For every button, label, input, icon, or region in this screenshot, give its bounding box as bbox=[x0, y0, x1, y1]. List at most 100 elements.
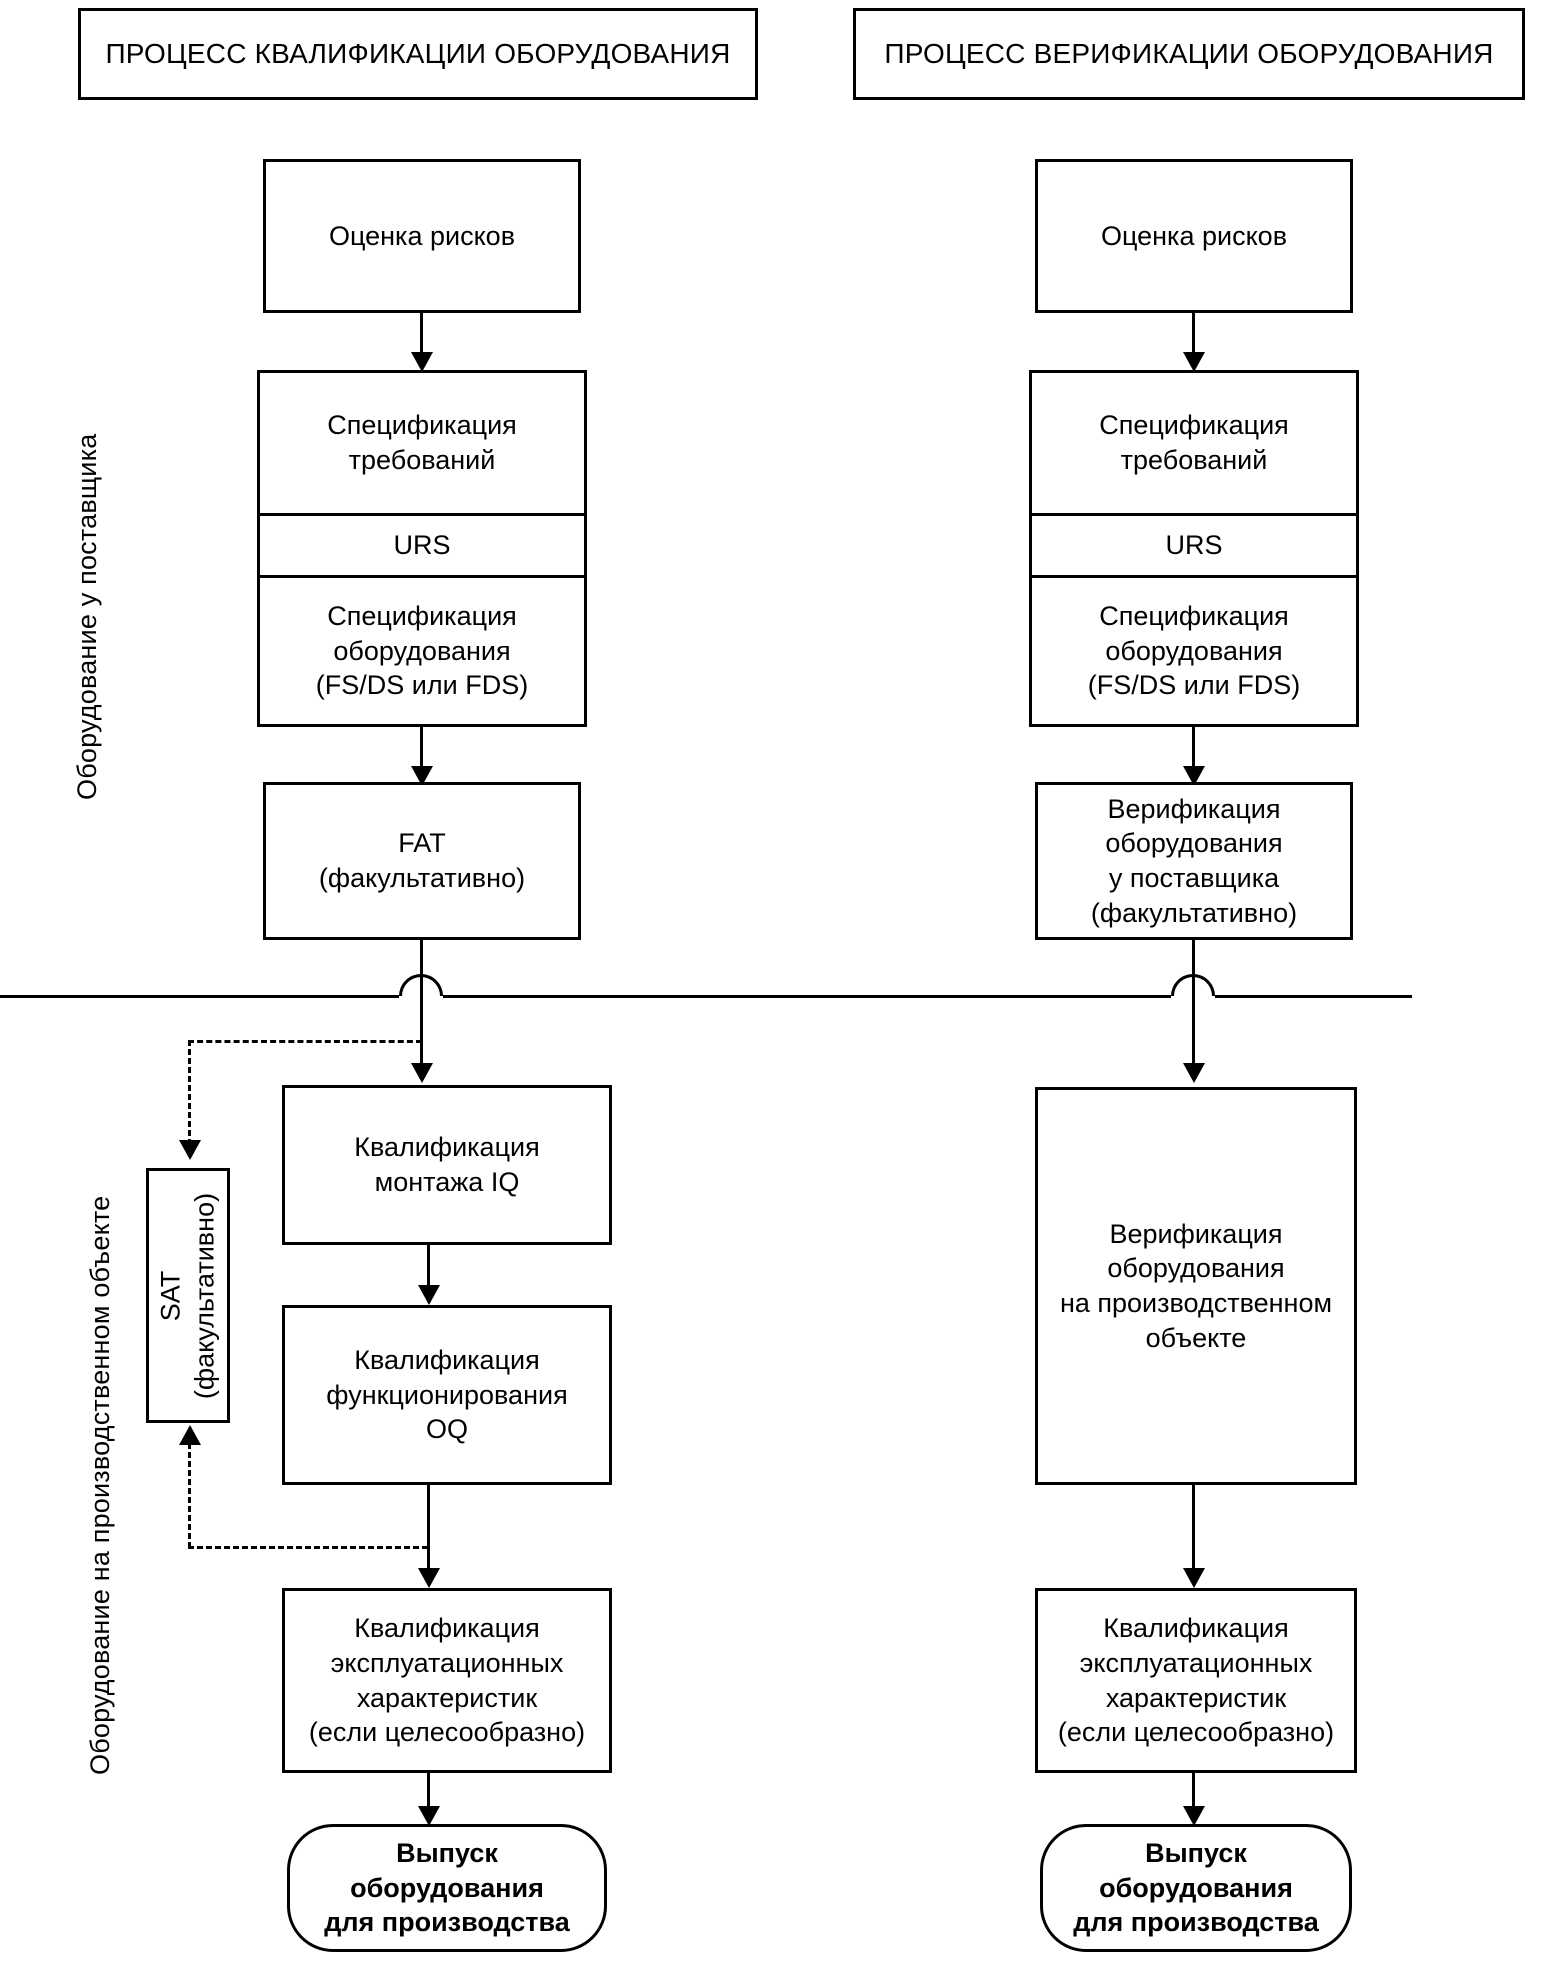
right-box-supplier-verification: Верификация оборудования у поставщика (ф… bbox=[1035, 782, 1353, 940]
right-pq-line-1: Квалификация bbox=[1103, 1613, 1289, 1644]
left-arrow-fat-to-iq bbox=[411, 1063, 433, 1083]
left-sat-line-2: (факультативно) bbox=[189, 1192, 219, 1399]
header-right-label: ПРОЦЕСС ВЕРИФИКАЦИИ ОБОРУДОВАНИЯ bbox=[884, 38, 1494, 70]
swimlane-divider-left-segment bbox=[0, 995, 399, 998]
swimlane-label-site: Оборудование на производственном объекте bbox=[85, 1196, 116, 1775]
left-dashed-arrow-into-sat bbox=[179, 1140, 201, 1160]
right-site-verif-line-1: Верификация bbox=[1109, 1218, 1283, 1249]
right-pq-line-4: (если целесообразно) bbox=[1057, 1717, 1335, 1748]
header-left-label: ПРОЦЕСС КВАЛИФИКАЦИИ ОБОРУДОВАНИЯ bbox=[105, 38, 731, 70]
left-dashed-arrow-into-sat-bottom bbox=[179, 1425, 201, 1445]
right-supplier-verif-line-2: оборудования bbox=[1105, 828, 1283, 859]
swimlane-label-supplier: Оборудование у поставщика bbox=[72, 434, 103, 800]
left-release-line-2: оборудования bbox=[350, 1872, 544, 1903]
left-oq-line-2: функционирования bbox=[326, 1379, 568, 1410]
left-release-line-3: для производства bbox=[324, 1907, 570, 1938]
left-pq-line-2: эксплуатационных bbox=[330, 1647, 564, 1678]
right-spec-requirements-cell: Спецификация требований bbox=[1032, 373, 1356, 513]
left-connector-oq-to-pq bbox=[427, 1485, 430, 1577]
right-supplier-verif-line-1: Верификация bbox=[1107, 793, 1281, 824]
left-spec-requirements-cell: Спецификация требований bbox=[260, 373, 584, 513]
left-box-installation-qualification: Квалификация монтажа IQ bbox=[282, 1085, 612, 1245]
left-spec-eq-line-3: (FS/DS или FDS) bbox=[315, 670, 529, 701]
right-pq-line-2: эксплуатационных bbox=[1079, 1647, 1313, 1678]
left-release-line-1: Выпуск bbox=[396, 1838, 498, 1869]
right-box-equipment-release: Выпуск оборудования для производства bbox=[1040, 1824, 1352, 1952]
left-box-fat: FAT (факультативно) bbox=[263, 782, 581, 940]
right-spec-req-line-1: Спецификация bbox=[1099, 410, 1289, 441]
right-spec-eq-line-2: оборудования bbox=[1105, 635, 1283, 666]
right-connector-supplier-to-site-verif bbox=[1192, 940, 1195, 1077]
right-arrow-site-verif-to-pq bbox=[1183, 1568, 1205, 1588]
right-spec-req-line-2: требований bbox=[1120, 445, 1268, 475]
left-dashed-sat-return-horizontal bbox=[188, 1546, 428, 1549]
left-arrow-risk-to-spec bbox=[411, 352, 433, 372]
left-iq-line-1: Квалификация bbox=[354, 1132, 540, 1163]
right-arrow-pq-to-release bbox=[1183, 1806, 1205, 1826]
left-oq-line-3: OQ bbox=[425, 1414, 468, 1445]
left-risk-line-1: Оценка рисков bbox=[328, 220, 516, 251]
left-box-performance-qualification: Квалификация эксплуатационных характерис… bbox=[282, 1588, 612, 1773]
right-spec-equipment-cell: Спецификация оборудования (FS/DS или FDS… bbox=[1032, 575, 1356, 724]
left-connector-iq-to-oq bbox=[427, 1245, 430, 1293]
right-box-performance-qualification: Квалификация эксплуатационных характерис… bbox=[1035, 1588, 1357, 1773]
swimlane-site-text: Оборудование на производственном объекте bbox=[85, 1195, 115, 1775]
left-sat-line-1: SAT bbox=[155, 1270, 186, 1321]
right-site-verif-line-3: на производственном bbox=[1059, 1288, 1333, 1318]
right-site-verif-line-2: оборудования bbox=[1107, 1253, 1285, 1284]
left-box-equipment-release: Выпуск оборудования для производства bbox=[287, 1824, 607, 1952]
left-box-operational-qualification: Квалификация функционирования OQ bbox=[282, 1305, 612, 1485]
left-arrow-pq-to-release bbox=[418, 1806, 440, 1826]
swimlane-supplier-text: Оборудование у поставщика bbox=[72, 433, 102, 800]
left-spec-urs-label: URS bbox=[393, 530, 451, 561]
right-box-risk-assessment: Оценка рисков bbox=[1035, 159, 1353, 313]
swimlane-divider-right-segment bbox=[1215, 995, 1412, 998]
right-spec-urs-label: URS bbox=[1165, 530, 1223, 561]
header-right-verification-process: ПРОЦЕСС ВЕРИФИКАЦИИ ОБОРУДОВАНИЯ bbox=[853, 8, 1525, 100]
left-sat-text: SAT (факультативно) bbox=[154, 1192, 222, 1398]
right-supplier-verif-line-4: (факультативно) bbox=[1090, 897, 1298, 928]
left-pq-line-3: характеристик bbox=[356, 1682, 538, 1713]
right-release-line-3: для производства bbox=[1073, 1907, 1319, 1938]
right-connector-site-verif-to-pq bbox=[1192, 1485, 1195, 1577]
left-fat-line-1: FAT bbox=[398, 828, 446, 859]
right-connector-pq-to-release bbox=[1192, 1773, 1195, 1815]
left-arrow-spec-to-fat bbox=[411, 766, 433, 786]
left-spec-eq-line-2: оборудования bbox=[333, 635, 511, 666]
left-specification-group: Спецификация требований URS Спецификация… bbox=[257, 370, 587, 727]
left-spec-urs-cell: URS bbox=[260, 513, 584, 575]
left-connector-risk-to-spec bbox=[420, 313, 423, 360]
left-dashed-fat-to-sat-horizontal bbox=[188, 1040, 422, 1043]
left-connector-spec-to-fat bbox=[420, 727, 423, 774]
right-specification-group: Спецификация требований URS Спецификация… bbox=[1029, 370, 1359, 727]
right-pq-line-3: характеристик bbox=[1105, 1682, 1287, 1713]
swimlane-divider-jump-right bbox=[1171, 974, 1215, 996]
right-release-line-2: оборудования bbox=[1099, 1872, 1293, 1903]
right-box-site-verification: Верификация оборудования на производстве… bbox=[1035, 1087, 1357, 1485]
left-fat-line-2: (факультативно) bbox=[318, 863, 526, 893]
right-spec-eq-line-3: (FS/DS или FDS) bbox=[1087, 670, 1301, 701]
right-connector-spec-to-supplier-verif bbox=[1192, 727, 1195, 774]
right-connector-risk-to-spec bbox=[1192, 313, 1195, 360]
left-arrow-iq-to-oq bbox=[418, 1285, 440, 1305]
left-connector-fat-to-iq bbox=[420, 940, 423, 1077]
left-arrow-oq-to-pq bbox=[418, 1568, 440, 1588]
swimlane-divider-mid-segment bbox=[443, 995, 1171, 998]
right-release-line-1: Выпуск bbox=[1145, 1838, 1247, 1869]
left-spec-equipment-cell: Спецификация оборудования (FS/DS или FDS… bbox=[260, 575, 584, 724]
left-pq-line-1: Квалификация bbox=[354, 1613, 540, 1644]
left-spec-eq-line-1: Спецификация bbox=[327, 601, 517, 632]
left-box-risk-assessment: Оценка рисков bbox=[263, 159, 581, 313]
left-dashed-fat-to-sat-vertical bbox=[188, 1040, 191, 1145]
swimlane-divider-jump-left bbox=[399, 974, 443, 996]
left-pq-line-4: (если целесообразно) bbox=[308, 1717, 586, 1748]
left-connector-pq-to-release bbox=[427, 1773, 430, 1815]
right-supplier-verif-line-3: у поставщика bbox=[1108, 863, 1280, 893]
right-spec-eq-line-1: Спецификация bbox=[1099, 601, 1289, 632]
left-oq-line-1: Квалификация bbox=[354, 1345, 540, 1376]
left-iq-line-2: монтажа IQ bbox=[374, 1167, 520, 1197]
left-spec-req-line-2: требований bbox=[348, 445, 496, 475]
left-spec-req-line-1: Спецификация bbox=[327, 410, 517, 441]
right-arrow-risk-to-spec bbox=[1183, 352, 1205, 372]
